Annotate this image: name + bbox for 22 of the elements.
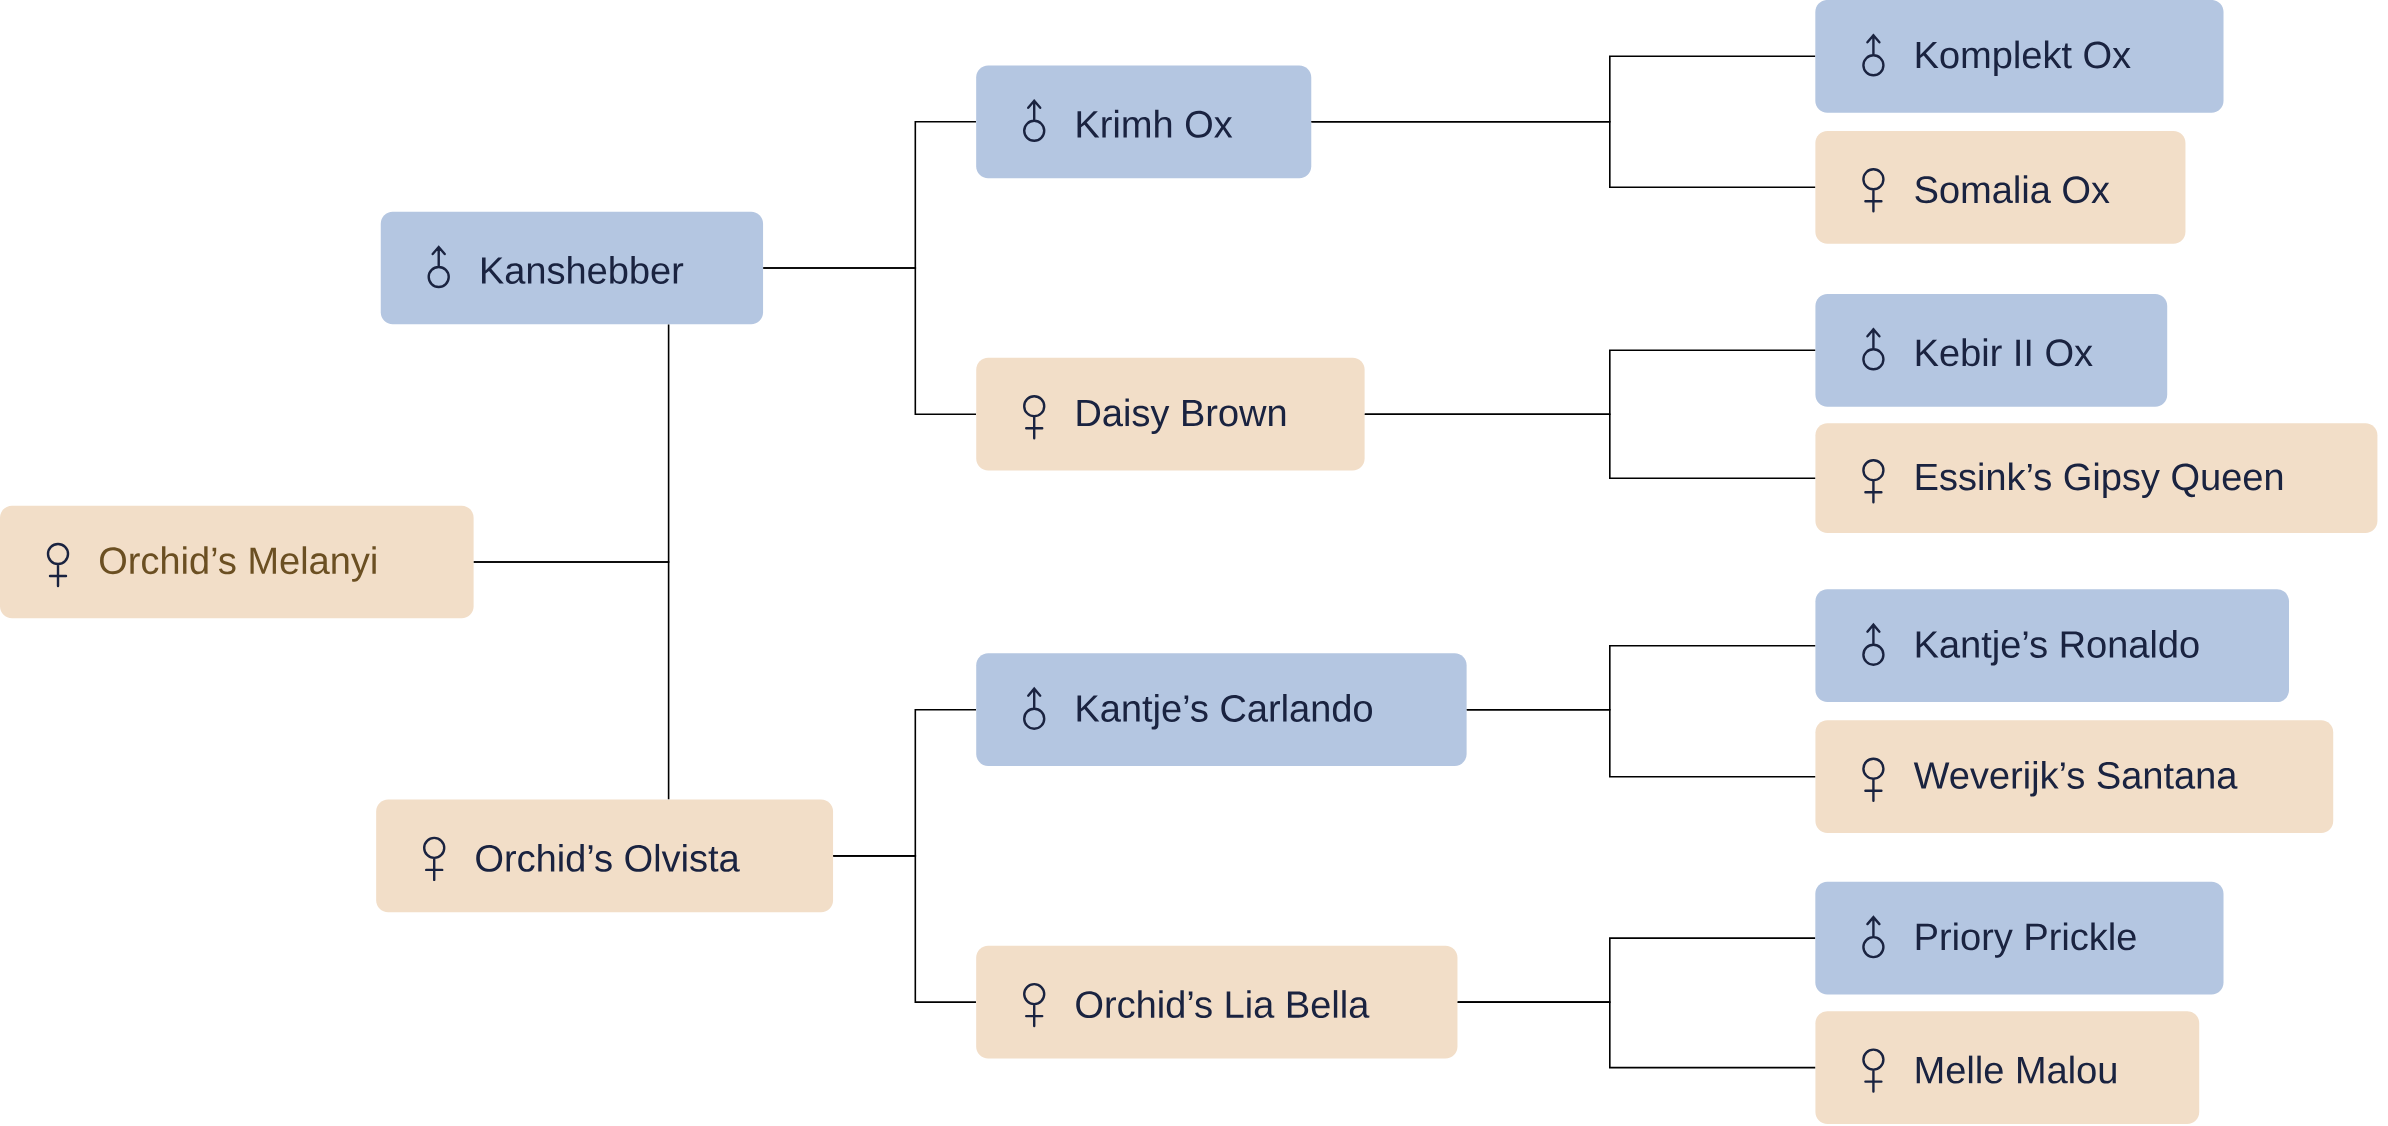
dam-box: Daisy Brown xyxy=(976,357,1365,471)
connector-line xyxy=(762,267,977,415)
sire-box: Priory Prickle xyxy=(1815,881,2224,995)
connector-line xyxy=(1466,708,1816,778)
connector-line xyxy=(1364,413,1816,479)
connector-line xyxy=(473,561,670,801)
sire-box: Kanshebber xyxy=(380,211,764,325)
sire-box: Kebir II Ox xyxy=(1815,293,2168,407)
dam-box: Orchid’s Melanyi xyxy=(0,505,474,619)
dam-box: Weverijk’s Santana xyxy=(1815,720,2334,834)
dam-box: Essink’s Gipsy Queen xyxy=(1815,423,2378,534)
dam-box: Orchid’s Lia Bella xyxy=(976,945,1458,1059)
dam-box: Melle Malou xyxy=(1815,1011,2200,1124)
connector-line xyxy=(1310,121,1816,189)
sire-box: Krimh Ox xyxy=(976,65,1312,179)
connector-line xyxy=(1456,1001,1816,1069)
sire-box: Komplekt Ox xyxy=(1815,0,2224,113)
sire-box: Kantje’s Ronaldo xyxy=(1815,589,2289,703)
connector-line xyxy=(832,855,977,1003)
sire-box: Kantje’s Carlando xyxy=(976,653,1467,767)
dam-box: Somalia Ox xyxy=(1815,130,2186,244)
dam-box: Orchid’s Olvista xyxy=(376,799,834,913)
